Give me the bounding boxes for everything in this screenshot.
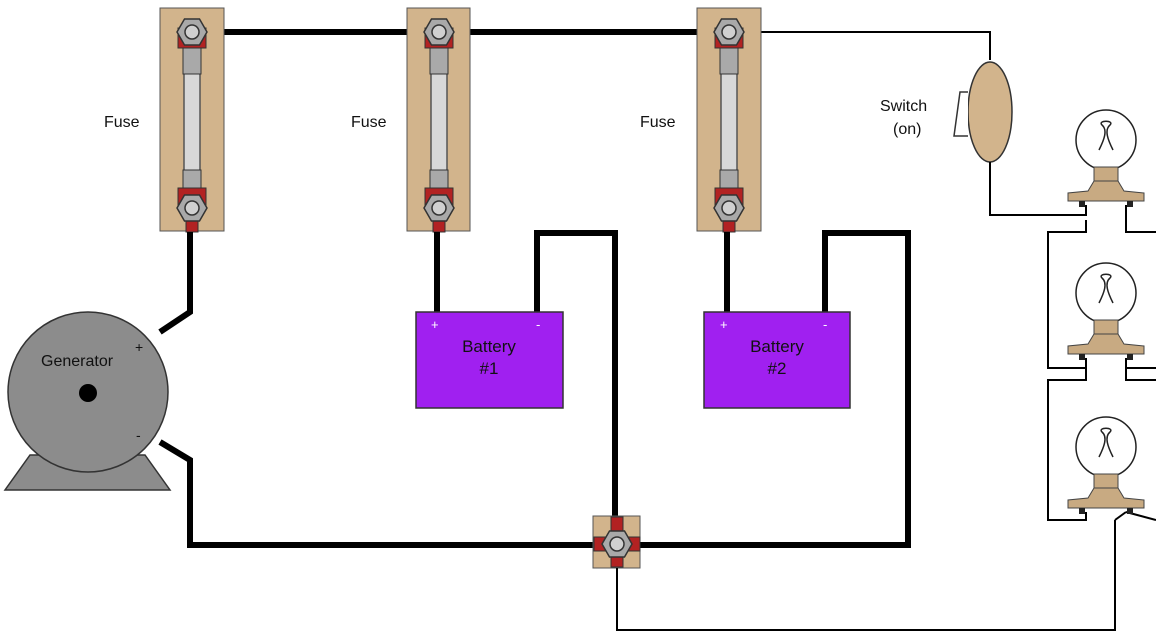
battery-1-minus: -: [536, 317, 540, 332]
generator-label: Generator: [41, 353, 114, 370]
generator-plus: +: [135, 339, 143, 355]
lamp-1: [1067, 109, 1145, 208]
battery-2-label: Battery: [750, 337, 804, 356]
lamp-return-wire: [616, 520, 1116, 631]
fuse-3: [696, 7, 762, 233]
battery-1-label: Battery: [462, 337, 516, 356]
generator: [3, 311, 172, 491]
fuse-label-1: Fuse: [104, 114, 140, 131]
battery-1-wires: [434, 230, 618, 530]
fuse-2: [406, 7, 471, 233]
generator-minus: -: [136, 427, 141, 443]
fuse-1: [159, 7, 225, 233]
top-bus-wire: [205, 29, 991, 60]
fuse-label-3: Fuse: [640, 114, 676, 131]
lamp-wiring: [1047, 205, 1156, 521]
ground-bus-wire: [158, 439, 908, 548]
battery-2-plus: +: [720, 317, 728, 332]
switch-state-label: (on): [893, 121, 921, 138]
battery-2-wires: [724, 230, 911, 548]
lamp-2: [1067, 262, 1145, 361]
battery-1-plus: +: [431, 317, 439, 332]
switch-label: Switch: [880, 98, 927, 115]
generator-positive-wire: [158, 232, 193, 335]
lamp-3: [1067, 416, 1145, 515]
battery-2-minus: -: [823, 317, 827, 332]
ground-junction: [592, 515, 641, 569]
battery-1: [415, 311, 564, 409]
switch: [953, 61, 1087, 216]
battery-2-number: #2: [768, 359, 787, 378]
fuse-label-2: Fuse: [351, 114, 387, 131]
battery-1-number: #1: [480, 359, 499, 378]
battery-2: [703, 311, 851, 409]
